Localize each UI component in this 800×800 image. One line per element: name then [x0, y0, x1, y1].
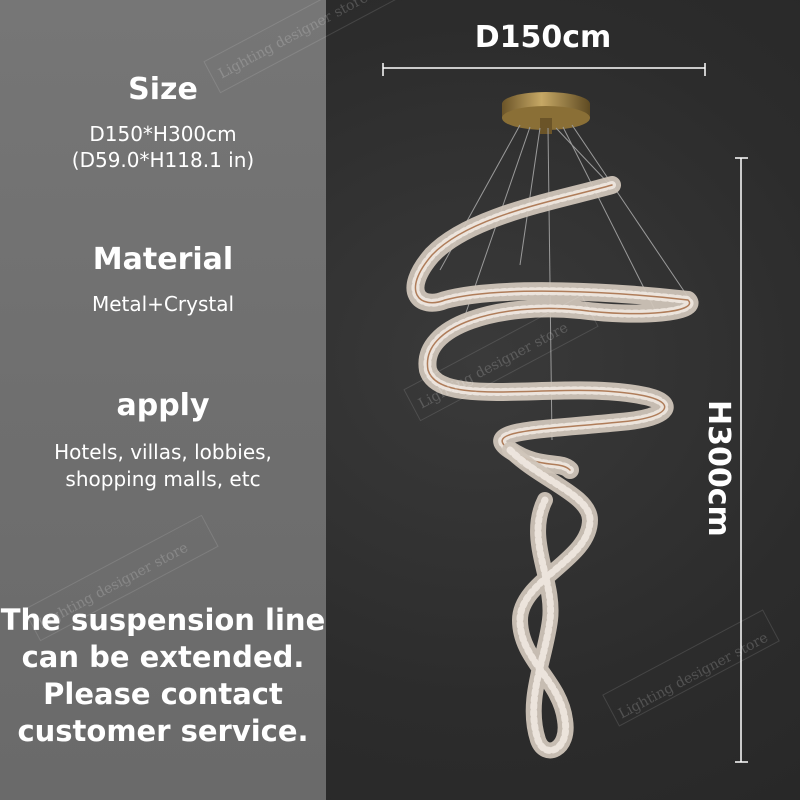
height-dimension-line: [735, 157, 748, 763]
spec-panel: [0, 0, 326, 800]
ceiling-canopy: [502, 92, 590, 134]
notice-line-2: can be extended.: [21, 640, 305, 674]
extension-notice: The suspension line can be extended. Ple…: [0, 602, 326, 750]
material-value: Metal+Crystal: [91, 292, 235, 316]
apply-value-line-2: shopping malls, etc: [65, 467, 261, 491]
apply-value-line-1: Hotels, villas, lobbies,: [54, 440, 272, 464]
material-heading: Material: [92, 242, 234, 277]
size-value: D150*H300cm: [89, 122, 237, 146]
notice-line-4: customer service.: [17, 714, 309, 748]
crystal-spiral: [406, 176, 699, 759]
size-heading: Size: [128, 72, 198, 107]
width-dimension-line: [382, 63, 706, 76]
notice-line-1: The suspension line: [0, 603, 326, 637]
apply-heading: apply: [116, 388, 210, 423]
width-dimension-label: D150cm: [474, 20, 612, 55]
size-value-inches: (D59.0*H118.1 in): [71, 148, 255, 172]
notice-line-3: Please contact: [43, 677, 283, 711]
